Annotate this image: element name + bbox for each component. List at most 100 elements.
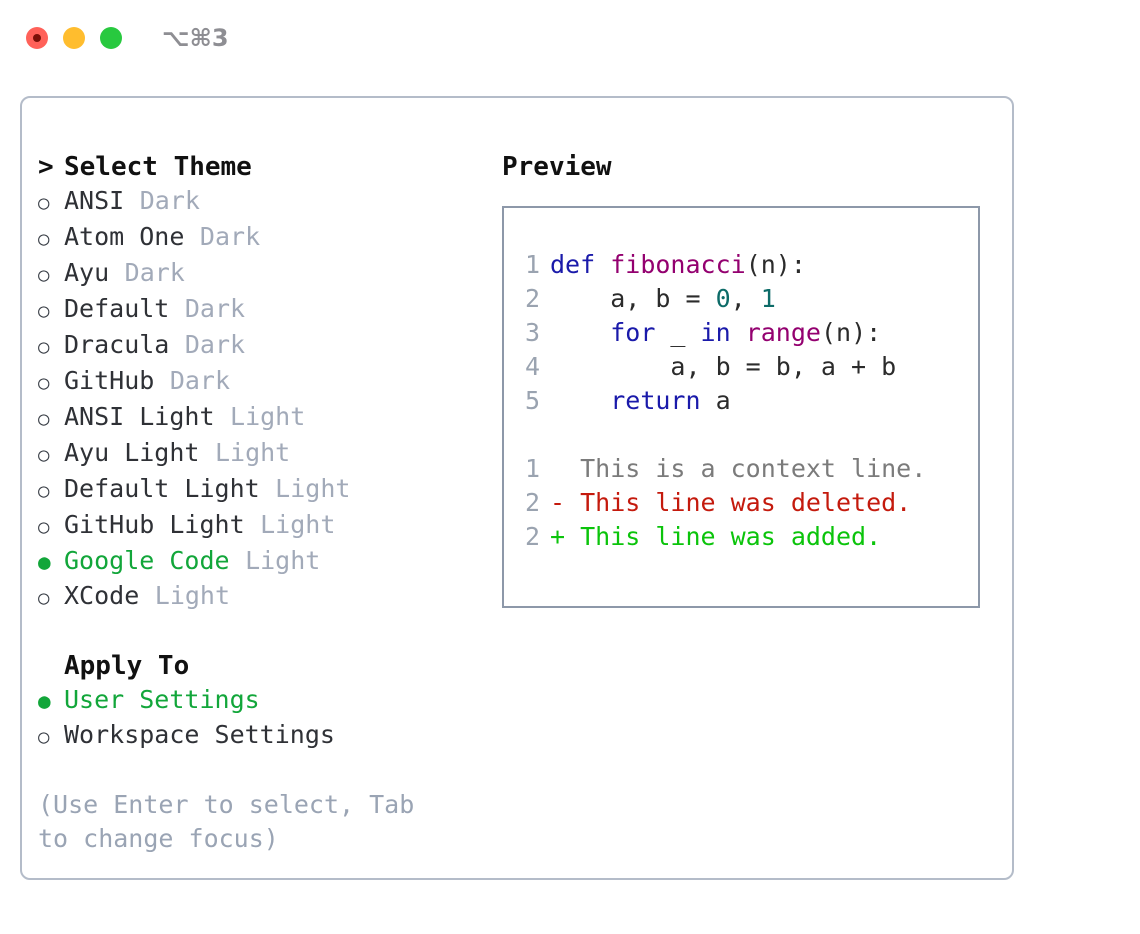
select-theme-header: > Select Theme [38,150,502,184]
theme-variant-label: Light [214,438,291,467]
preview-title: Preview [502,152,612,182]
maximize-button[interactable] [100,27,122,49]
minimize-button[interactable] [63,27,85,49]
line-number: 2 [524,488,540,517]
apply-to-option-user-settings[interactable]: ● User Settings [38,683,502,718]
radio-unselected-icon: ○ [38,228,50,250]
theme-variant-label: Light [245,546,321,575]
code-text: This is a context line. [550,452,926,486]
code-text: a, b = 0, 1 [550,282,776,316]
theme-variant-label: Dark [184,330,246,359]
spacer [504,418,978,452]
line-number: 2 [524,284,540,313]
token-kw: for [610,318,656,347]
theme-variant-label: Dark [184,294,246,323]
select-theme-label: Select Theme [64,152,252,182]
code-text: def fibonacci(n): [550,248,806,282]
diff-line: 2 - This line was deleted. [504,486,978,520]
theme-option-label: GitHub Light [64,510,245,539]
line-number: 1 [524,454,540,483]
code-line: 5 return a [504,384,978,418]
token-fn: fibonacci [610,250,746,279]
apply-to-option-label: Workspace Settings [64,720,335,749]
apply-to-option-workspace-settings[interactable]: ○Workspace Settings [38,718,502,754]
apply-to-option-label: User Settings [64,685,260,714]
theme-variant-label: Dark [199,222,261,251]
radio-unselected-icon: ○ [38,480,50,502]
window-controls [26,27,122,49]
keyboard-shortcut-label: ⌥⌘3 [162,24,229,52]
header-indent [38,649,64,683]
radio-selected-icon: ● [38,550,51,574]
token-plain: , [730,284,761,313]
spacer [38,615,502,649]
token-plain [731,318,746,347]
theme-variant-label: Light [230,402,306,431]
radio-unselected-icon: ○ [38,300,50,322]
radio-unselected-icon: ○ [38,444,50,466]
theme-option-label: Default Light [64,474,260,503]
code-line: 2 a, b = 0, 1 [504,282,978,316]
radio-unselected-icon: ○ [38,192,50,214]
token-kw: return [610,386,701,415]
code-line: 4 a, b = b, a + b [504,350,978,384]
token-plain [550,318,610,347]
token-del: - This line was deleted. [550,488,912,517]
radio-unselected-icon: ○ [38,408,50,430]
diff-sample: 1 This is a context line. 2 - This line wa… [504,452,978,554]
theme-option-label: Atom One [64,222,185,251]
theme-option-label: Dracula [64,330,170,359]
line-number: 2 [524,522,540,551]
theme-variant-label: Light [275,474,351,503]
theme-variant-label: Dark [139,186,200,215]
theme-option-label: ANSI Light [64,402,215,431]
token-plain: (n): [820,318,882,347]
theme-option-atom-one[interactable]: ○ Atom One Dark [38,220,502,256]
theme-option-default-light[interactable]: ○ Default Light Light [38,472,502,508]
apply-to-list: ● User Settings ○Workspace Settings [38,683,502,754]
theme-variant-label: Light [260,510,336,539]
token-kw: def [550,250,611,279]
code-line: 3 for _ in range(n): [504,316,978,350]
radio-unselected-icon: ○ [38,372,50,394]
token-plain: a, b = [550,284,716,313]
theme-variant-label: Light [154,581,231,610]
code-text: a, b = b, a + b [550,350,896,384]
theme-variant-label: Dark [169,366,231,395]
token-fn: range [745,318,821,347]
token-num: 0 [715,284,731,313]
token-plain [550,386,610,415]
apply-to-label: Apply To [64,651,190,681]
theme-option-label: Ayu [64,258,110,287]
theme-option-label: XCode [64,581,140,610]
caret-icon: > [38,152,54,182]
token-plain: _ [655,318,701,347]
close-button[interactable] [26,27,48,49]
line-number: 4 [524,352,540,381]
token-ctx: This is a context line. [550,454,927,483]
code-text: return a [550,384,730,418]
radio-selected-icon: ● [38,689,51,713]
theme-option-ansi-light[interactable]: ○ ANSI Light Light [38,400,502,436]
token-plain: a, b = b, a + b [550,352,897,381]
code-text: for _ in range(n): [550,316,881,350]
theme-variant-label: Dark [124,258,185,287]
token-add: + This line was added. [550,522,882,551]
code-text: + This line was added. [550,520,881,554]
token-kw: in [700,318,731,347]
